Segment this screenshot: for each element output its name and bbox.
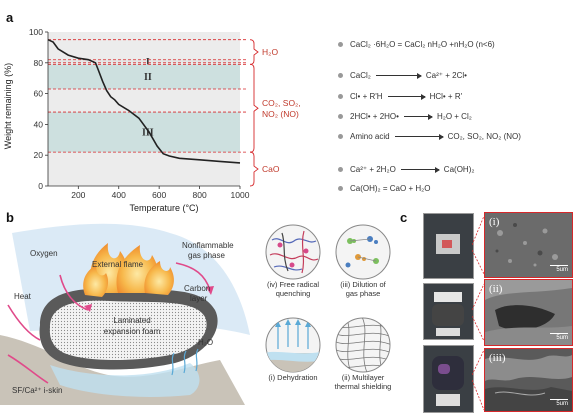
scale-bar-2: 5um: [550, 332, 568, 341]
fire-retardant-diagram: Oxygen External flame Nonflammable gas p…: [0, 223, 250, 405]
bullet-icon: [338, 42, 343, 47]
region-label-III: III: [142, 128, 154, 139]
bullet-icon: [338, 167, 343, 172]
sem-image-3: (iii) 5um: [484, 348, 573, 412]
arrow-head-icon: [206, 286, 214, 295]
mechanism-icons: [265, 224, 391, 373]
panel-label-c: c: [400, 210, 408, 225]
plot-background: [48, 32, 240, 186]
arrow-icon: [387, 93, 426, 100]
x-tick-label: 400: [112, 190, 126, 200]
sample-photo-2: [423, 283, 474, 340]
y-tick-label: 20: [34, 150, 44, 160]
bracket: [249, 151, 259, 187]
label-oxygen: Oxygen: [30, 249, 58, 258]
label-heat: Heat: [14, 292, 32, 301]
label-skin: SF/Ca²⁺ i-skin: [12, 386, 62, 395]
zoom-connectors: [472, 215, 484, 411]
y-tick-label: 40: [34, 119, 44, 129]
bracket-label-co2: CO₂, SO₂,: [262, 98, 301, 108]
region-III: [48, 112, 240, 153]
gas-out-arrow: [175, 262, 211, 291]
label-h2o: H₂O: [198, 338, 213, 347]
bracket: [249, 63, 259, 153]
bracket: [249, 39, 259, 65]
x-tick-label: 200: [71, 190, 85, 200]
y-tick-label: 80: [34, 58, 44, 68]
sem-label-3: (iii): [489, 352, 506, 364]
sem-label-1: (i): [489, 216, 500, 228]
scale-bar-1: 5um: [550, 264, 568, 273]
heat-arrows: [7, 304, 49, 384]
label-foam: expansion foam: [104, 327, 161, 336]
bracket-label-cao: CaO: [262, 164, 280, 174]
thermal-shielding-icon: [335, 317, 391, 373]
equation-1: CaCl₂ ·6H₂O = CaCl₂ nH₂O +nH₂O (n<6): [338, 40, 495, 49]
label-nonflammable: Nonflammable: [182, 241, 234, 250]
y-tick-label: 0: [38, 181, 43, 191]
x-tick-label: 800: [192, 190, 206, 200]
dehydration-icon: [265, 317, 321, 373]
bullet-icon: [338, 73, 343, 78]
panel-label-a: a: [6, 10, 14, 25]
label-carbon: Carbon: [184, 284, 210, 293]
flame-icon: [83, 243, 174, 297]
bracket-label-h2o: H₂O: [262, 47, 278, 57]
gas-dilution-icon: [335, 224, 391, 280]
sample-photo-1: [423, 213, 474, 279]
sem-label-2: (ii): [489, 283, 503, 295]
x-tick-label: 1000: [231, 190, 250, 200]
bullet-icon: [338, 186, 343, 191]
label-laminated: Laminated: [113, 316, 150, 325]
scale-bar-3: 5um: [550, 398, 568, 407]
x-axis-title: Temperature (°C): [129, 203, 198, 213]
sem-image-2: (ii) 5um: [484, 279, 573, 346]
bracket-label-no2: NO₂ (NO): [262, 109, 299, 119]
equation-4: 2HCl• + 2HO•H₂O + Cl₂: [338, 112, 472, 121]
label-layer: layer: [190, 294, 208, 303]
caption-dehydration: (i) Dehydration: [268, 373, 318, 382]
bullet-icon: [338, 114, 343, 119]
y-tick-label: 60: [34, 89, 44, 99]
bullet-icon: [338, 134, 343, 139]
region-II: [48, 64, 240, 89]
arrow-head-icon: [84, 304, 92, 312]
radical-quenching-icon: [265, 224, 321, 280]
expansion-foam: [49, 300, 207, 360]
bullet-icon: [338, 94, 343, 99]
arrow-icon: [375, 72, 422, 79]
arrow-icon: [400, 166, 440, 173]
arrow-icon: [403, 113, 433, 120]
region-label-II: II: [144, 72, 152, 83]
water-layer: [50, 363, 200, 397]
steam-icon: [171, 348, 199, 376]
sem-image-1: (i) 5um: [484, 212, 573, 278]
equation-list: CaCl₂ ·6H₂O = CaCl₂ nH₂O +nH₂O (n<6) CaC…: [338, 20, 578, 210]
x-tick-label: 600: [152, 190, 166, 200]
label-external-flame: External flame: [92, 260, 144, 269]
label-gas-phase: gas phase: [188, 251, 225, 260]
weight-curve: [47, 38, 241, 164]
arrow-icon: [394, 133, 444, 140]
sample-photo-3: [423, 345, 474, 413]
y-tick-label: 100: [29, 27, 43, 37]
region-I: [48, 59, 240, 63]
oxygen-arrow: [59, 274, 89, 311]
panel-label-b: b: [6, 210, 14, 225]
region-label-I: I: [146, 57, 150, 68]
y-axis-title: Weight remaining (%): [3, 63, 13, 149]
equation-7: Ca(OH)₂ = CaO + H₂O: [338, 184, 430, 193]
